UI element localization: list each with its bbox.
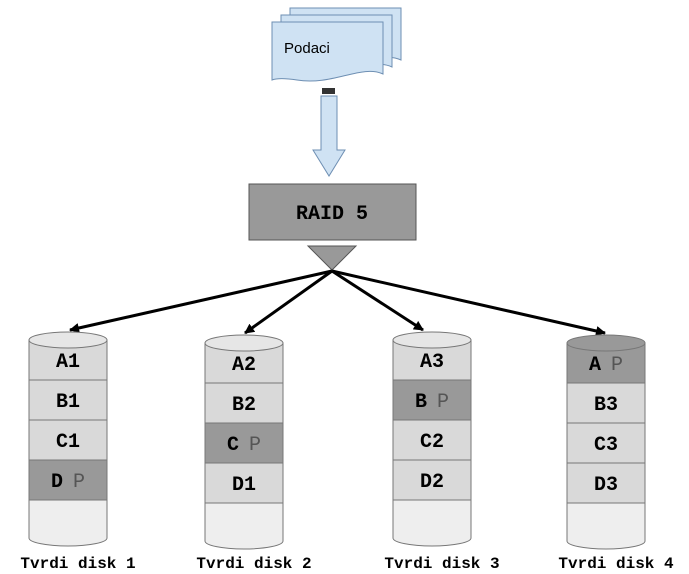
block-label: B3 <box>594 394 618 417</box>
disk-block <box>204 462 284 504</box>
block-main-text: C2 <box>420 431 444 454</box>
connector-block <box>322 88 335 94</box>
block-label: C2 <box>420 431 444 454</box>
raid-label: RAID 5 <box>296 203 368 226</box>
disk-top <box>566 334 646 352</box>
block-main-text: D1 <box>232 474 256 497</box>
disk-block <box>28 459 108 501</box>
arrow-to-disk-1 <box>69 269 333 333</box>
disk-label: Tvrdi disk 4 <box>558 555 674 573</box>
disk-base <box>204 502 284 550</box>
raid-output-triangle <box>306 245 358 271</box>
input-arrow <box>312 88 346 177</box>
disk-top <box>204 334 284 352</box>
block-label: A2 <box>232 354 256 377</box>
block-main-text: A <box>589 354 601 377</box>
disk-top <box>28 331 108 349</box>
down-arrow-icon <box>312 95 346 177</box>
disk-block <box>566 382 646 424</box>
block-label: D2 <box>420 471 444 494</box>
block-label: C3 <box>594 434 618 457</box>
block-main-text: D <box>51 471 63 494</box>
block-label: B1 <box>56 391 80 414</box>
disk-base <box>28 499 108 547</box>
block-main-text: B3 <box>594 394 618 417</box>
disk-block <box>392 459 472 501</box>
disk-label: Tvrdi disk 1 <box>20 555 135 573</box>
disk-block <box>204 382 284 424</box>
disk-block <box>566 422 646 464</box>
raid-box <box>248 183 417 241</box>
block-main-text: A1 <box>56 351 80 374</box>
block-main-text: C <box>227 434 239 457</box>
block-parity-text: P <box>437 391 449 414</box>
disk-block <box>204 422 284 464</box>
block-label: A1 <box>56 351 80 374</box>
arrow-to-disk-4 <box>331 269 606 336</box>
block-main-text: C1 <box>56 431 80 454</box>
distribution-arrows <box>69 269 606 336</box>
block-main-text: D2 <box>420 471 444 494</box>
block-main-text: B <box>415 391 427 414</box>
disk-block <box>28 419 108 461</box>
block-parity-text: P <box>611 354 623 377</box>
disk-block <box>392 379 472 421</box>
disk-block <box>566 462 646 504</box>
block-label: A3 <box>420 351 444 374</box>
block-main-text: A3 <box>420 351 444 374</box>
disk-base <box>392 499 472 547</box>
disk-label: Tvrdi disk 2 <box>196 555 311 573</box>
disk-top <box>392 331 472 349</box>
block-parity-text: P <box>249 434 261 457</box>
document-front <box>271 21 384 82</box>
block-label: B2 <box>232 394 256 417</box>
disk-block <box>28 379 108 421</box>
raid-controller: RAID 5 <box>248 183 417 271</box>
disk-label: Tvrdi disk 3 <box>384 555 499 573</box>
arrow-to-disk-2 <box>244 269 333 335</box>
block-label: D1 <box>232 474 256 497</box>
arrow-to-disk-3 <box>331 269 424 332</box>
block-main-text: D3 <box>594 474 618 497</box>
block-main-text: A2 <box>232 354 256 377</box>
disk-block <box>392 419 472 461</box>
block-label: C1 <box>56 431 80 454</box>
data-documents-icon: Podaci <box>271 7 402 82</box>
block-label: D3 <box>594 474 618 497</box>
disk-base <box>566 502 646 550</box>
block-parity-text: P <box>73 471 85 494</box>
source-label: Podaci <box>284 40 330 57</box>
block-main-text: B1 <box>56 391 80 414</box>
block-main-text: B2 <box>232 394 256 417</box>
block-main-text: C3 <box>594 434 618 457</box>
